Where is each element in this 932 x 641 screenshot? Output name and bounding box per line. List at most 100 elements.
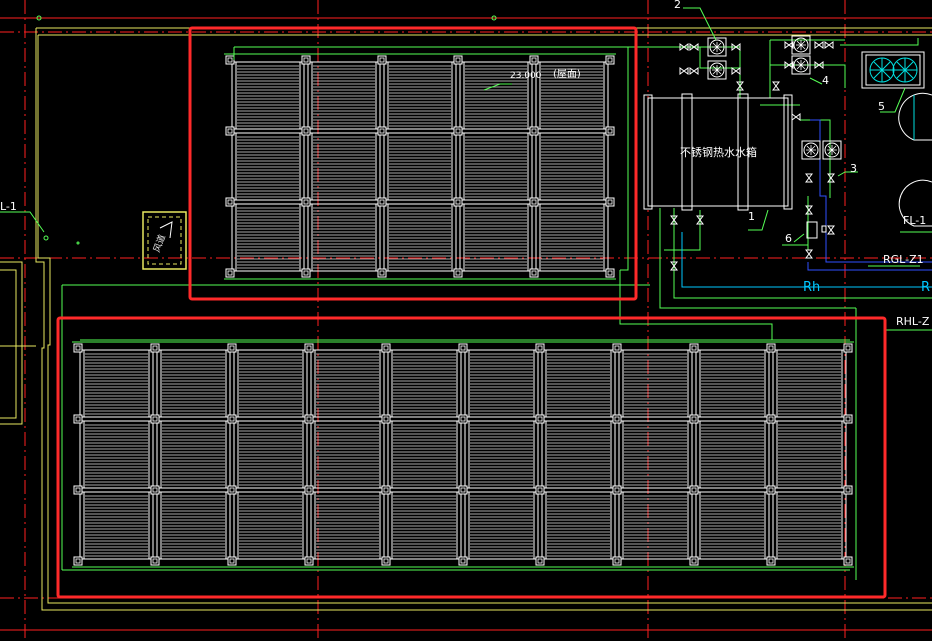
panel-joint — [304, 343, 314, 353]
panel-joint — [766, 485, 776, 495]
panel-joint — [381, 556, 391, 566]
panel-joint — [535, 556, 545, 566]
panel-joint — [150, 485, 160, 495]
panel-joint — [535, 343, 545, 353]
highlight-lower-array — [56, 316, 887, 599]
panel-joint — [377, 268, 387, 278]
panel-joint — [605, 126, 615, 136]
collector-panel — [231, 61, 305, 130]
panel-joint — [843, 485, 853, 495]
panel-joint — [529, 55, 539, 65]
hot-water-tank: 不锈钢热水水箱 — [643, 93, 793, 211]
collector-panel — [459, 132, 533, 201]
collector-panel — [464, 491, 539, 560]
collector-panel — [387, 349, 462, 418]
collector-panel — [307, 61, 381, 130]
pipe-rh-label: Rh — [803, 280, 820, 295]
collector-panel — [535, 132, 609, 201]
panel-joint — [225, 55, 235, 65]
panel-joint — [612, 556, 622, 566]
panel-joint — [458, 414, 468, 424]
collector-panel — [383, 132, 457, 201]
panel-joint — [453, 268, 463, 278]
panel-joint — [453, 126, 463, 136]
pipe-r-label: R — [921, 280, 930, 295]
panel-joint — [301, 197, 311, 207]
valves — [670, 41, 835, 271]
collector-panel — [79, 349, 154, 418]
collector-panel — [307, 132, 381, 201]
panel-joint — [377, 126, 387, 136]
pump-icon — [822, 140, 842, 160]
collector-panel — [535, 61, 609, 130]
panel-joint — [377, 197, 387, 207]
panel-joint — [381, 414, 391, 424]
panel-joint — [843, 343, 853, 353]
highlight-boxes — [56, 26, 887, 599]
item-6-label: 6 — [785, 232, 792, 245]
level-mark: 23.000 — [510, 71, 542, 81]
collector-panel — [772, 349, 847, 418]
collector-panel — [695, 491, 770, 560]
panel-joint — [766, 556, 776, 566]
array-header-pipes — [72, 341, 854, 568]
collector-panel — [464, 420, 539, 489]
panel-joint — [73, 485, 83, 495]
panel-joint — [529, 268, 539, 278]
collector-panel — [231, 132, 305, 201]
panel-joint — [535, 485, 545, 495]
panel-joint — [225, 197, 235, 207]
panel-joint — [227, 414, 237, 424]
collector-panel — [387, 420, 462, 489]
panel-joint — [843, 414, 853, 424]
collector-panel — [79, 420, 154, 489]
collector-panel — [231, 203, 305, 272]
panel-joint — [73, 556, 83, 566]
pump-icon — [707, 60, 727, 80]
panel-joint — [304, 485, 314, 495]
panel-joint — [612, 485, 622, 495]
collector-panel — [459, 203, 533, 272]
panel-joint — [453, 197, 463, 207]
collector-panel — [618, 491, 693, 560]
item-5-label: 5 — [878, 100, 885, 113]
panel-joint — [612, 414, 622, 424]
panel-joint — [73, 414, 83, 424]
collector-panel — [772, 491, 847, 560]
panel-joint — [529, 126, 539, 136]
panel-joint — [227, 485, 237, 495]
collector-panel — [541, 420, 616, 489]
collector-panel — [383, 61, 457, 130]
pipe-network — [61, 38, 932, 580]
panel-joint — [605, 268, 615, 278]
edge-equipment — [898, 92, 932, 227]
collector-panel — [695, 349, 770, 418]
text-labels: 23.000 (屋面) 2 4 5 3 1 6 FL-1 RGL-Z1 Rh R… — [0, 0, 930, 328]
panel-joint — [612, 343, 622, 353]
collector-panel — [310, 491, 385, 560]
collector-panel — [618, 420, 693, 489]
array-header-pipes — [224, 53, 616, 280]
panel-joint — [227, 556, 237, 566]
upper-collector-array — [224, 53, 616, 280]
pipe-l1-label: L-1 — [0, 200, 17, 213]
panel-joint — [225, 126, 235, 136]
collector-panel — [79, 491, 154, 560]
panel-joint — [529, 197, 539, 207]
panel-joint — [225, 268, 235, 278]
panel-joint — [73, 343, 83, 353]
collector-panel — [156, 491, 231, 560]
panel-joint — [605, 197, 615, 207]
collector-panel — [310, 349, 385, 418]
roof-note: (屋面) — [553, 68, 581, 80]
panel-joint — [227, 343, 237, 353]
pipe-rhl-label: RHL-Z — [896, 315, 930, 328]
shaft-text: 风道 — [151, 233, 168, 254]
markers — [36, 15, 827, 245]
panel-joint — [301, 55, 311, 65]
collector-panel — [464, 349, 539, 418]
collector-panel — [541, 491, 616, 560]
panel-joint — [381, 343, 391, 353]
item-3-label: 3 — [850, 162, 857, 175]
leader-lines — [0, 7, 932, 331]
